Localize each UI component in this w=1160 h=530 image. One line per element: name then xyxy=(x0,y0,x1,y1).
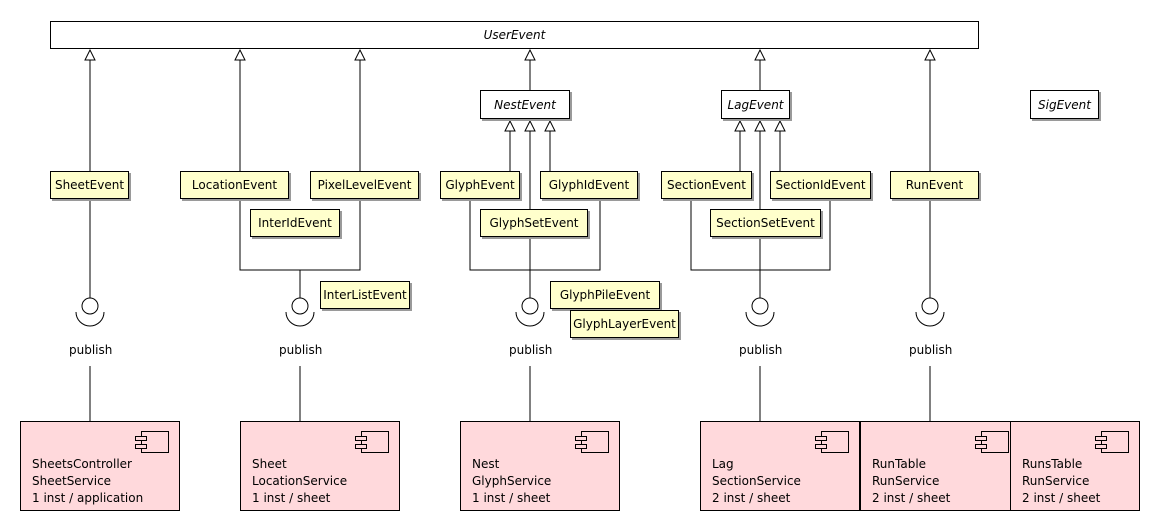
service-instances: 1 inst / sheet xyxy=(472,491,551,505)
arrowhead xyxy=(234,48,246,61)
glyph-set-event-label: GlyphSetEvent xyxy=(489,216,579,230)
location-event-class: LocationEvent xyxy=(180,171,289,199)
service-class: SectionService xyxy=(712,474,801,488)
service-component-glyph: Nest GlyphService 1 inst / sheet xyxy=(460,421,620,511)
service-component-run: RunTable RunService 2 inst / sheet xyxy=(860,421,1020,511)
arrowhead xyxy=(524,48,536,61)
service-instances: 2 inst / sheet xyxy=(1022,491,1101,505)
run-event-label: RunEvent xyxy=(905,178,964,192)
interface-circle-run xyxy=(921,297,939,315)
publish-label-sheet: publish xyxy=(69,343,113,357)
service-class: LocationService xyxy=(252,474,348,488)
glyph-id-event-label: GlyphIdEvent xyxy=(548,178,630,192)
socket-arc-sheet xyxy=(75,311,105,327)
service-class: SheetService xyxy=(32,474,112,488)
service-component-location: Sheet LocationService 1 inst / sheet xyxy=(240,421,400,511)
section-set-event-label: SectionSetEvent xyxy=(716,216,815,230)
inter-list-event-class: InterListEvent xyxy=(320,281,410,309)
glyph-pile-event-class: GlyphPileEvent xyxy=(550,281,660,309)
glyph-layer-event-class: GlyphLayerEvent xyxy=(570,310,679,338)
service-name: Nest xyxy=(472,457,500,471)
sig-event-class: SigEvent xyxy=(1030,90,1099,119)
arrowhead xyxy=(524,119,536,132)
glyph-layer-event-label: GlyphLayerEvent xyxy=(573,317,676,331)
glyph-id-event-class: GlyphIdEvent xyxy=(540,171,638,199)
component-icon xyxy=(975,431,1009,455)
interface-circle-section xyxy=(751,297,769,315)
nest-event-label: NestEvent xyxy=(494,97,556,112)
lag-event-class: LagEvent xyxy=(721,90,790,119)
arrowhead xyxy=(544,119,556,132)
sheet-event-label: SheetEvent xyxy=(54,178,125,192)
section-id-event-label: SectionIdEvent xyxy=(775,178,866,192)
service-instances: 2 inst / sheet xyxy=(872,491,951,505)
socket-arc-run xyxy=(915,311,945,327)
arrowhead xyxy=(354,48,366,61)
user-event-label: UserEvent xyxy=(483,28,546,42)
service-name: Lag xyxy=(712,457,734,471)
component-icon xyxy=(355,431,389,455)
service-component-sheet: SheetsController SheetService 1 inst / a… xyxy=(20,421,180,511)
inter-id-event-class: InterIdEvent xyxy=(250,209,340,237)
inter-list-event-label: InterListEvent xyxy=(323,288,407,302)
service-component-section: Lag SectionService 2 inst / sheet xyxy=(700,421,860,511)
pixel-level-event-label: PixelLevelEvent xyxy=(317,178,412,192)
service-name: SheetsController xyxy=(32,457,132,471)
service-instances: 2 inst / sheet xyxy=(712,491,791,505)
arrowhead xyxy=(754,48,766,61)
lag-event-label: LagEvent xyxy=(727,97,784,112)
section-event-label: SectionEvent xyxy=(667,178,746,192)
glyph-event-class: GlyphEvent xyxy=(440,171,520,199)
section-event-class: SectionEvent xyxy=(661,171,752,199)
glyph-set-event-class: GlyphSetEvent xyxy=(480,209,588,237)
service-instances: 1 inst / application xyxy=(32,491,144,505)
interface-circle-sheet xyxy=(81,297,99,315)
socket-arc-location xyxy=(285,311,315,327)
arrowhead xyxy=(504,119,516,132)
socket-arc-glyph xyxy=(515,311,545,327)
sheet-event-class: SheetEvent xyxy=(50,171,129,199)
service-name: RunsTable xyxy=(1022,457,1083,471)
socket-arc-section xyxy=(745,311,775,327)
arrowhead xyxy=(754,119,766,132)
glyph-pile-event-label: GlyphPileEvent xyxy=(559,288,651,302)
service-component-runs: RunsTable RunService 2 inst / sheet xyxy=(1010,421,1140,511)
sig-event-label: SigEvent xyxy=(1038,97,1091,112)
nest-event-class: NestEvent xyxy=(480,90,570,119)
publish-label-run: publish xyxy=(909,343,953,357)
inter-id-event-label: InterIdEvent xyxy=(258,216,332,230)
service-class: RunService xyxy=(1022,474,1090,488)
group-bracket-glyph xyxy=(469,199,601,271)
interface-circle-location xyxy=(291,297,309,315)
interface-circle-glyph xyxy=(521,297,539,315)
service-class: RunService xyxy=(872,474,940,488)
publish-label-location: publish xyxy=(279,343,323,357)
publish-label-glyph: publish xyxy=(509,343,553,357)
pixel-level-event-class: PixelLevelEvent xyxy=(310,171,419,199)
component-icon xyxy=(575,431,609,455)
service-instances: 1 inst / sheet xyxy=(252,491,331,505)
publish-label-section: publish xyxy=(739,343,783,357)
component-icon xyxy=(1095,431,1129,455)
component-icon xyxy=(135,431,169,455)
service-class: GlyphService xyxy=(472,474,552,488)
run-event-class: RunEvent xyxy=(890,171,979,199)
arrowhead xyxy=(924,48,936,61)
section-set-event-class: SectionSetEvent xyxy=(710,209,821,237)
component-icon xyxy=(815,431,849,455)
glyph-event-label: GlyphEvent xyxy=(445,178,515,192)
arrowhead xyxy=(734,119,746,132)
arrowhead xyxy=(84,48,96,61)
service-name: RunTable xyxy=(872,457,927,471)
user-event-class: UserEvent xyxy=(50,21,979,49)
section-id-event-class: SectionIdEvent xyxy=(770,171,871,199)
arrowhead xyxy=(774,119,786,132)
location-event-label: LocationEvent xyxy=(191,178,278,192)
service-name: Sheet xyxy=(252,457,287,471)
